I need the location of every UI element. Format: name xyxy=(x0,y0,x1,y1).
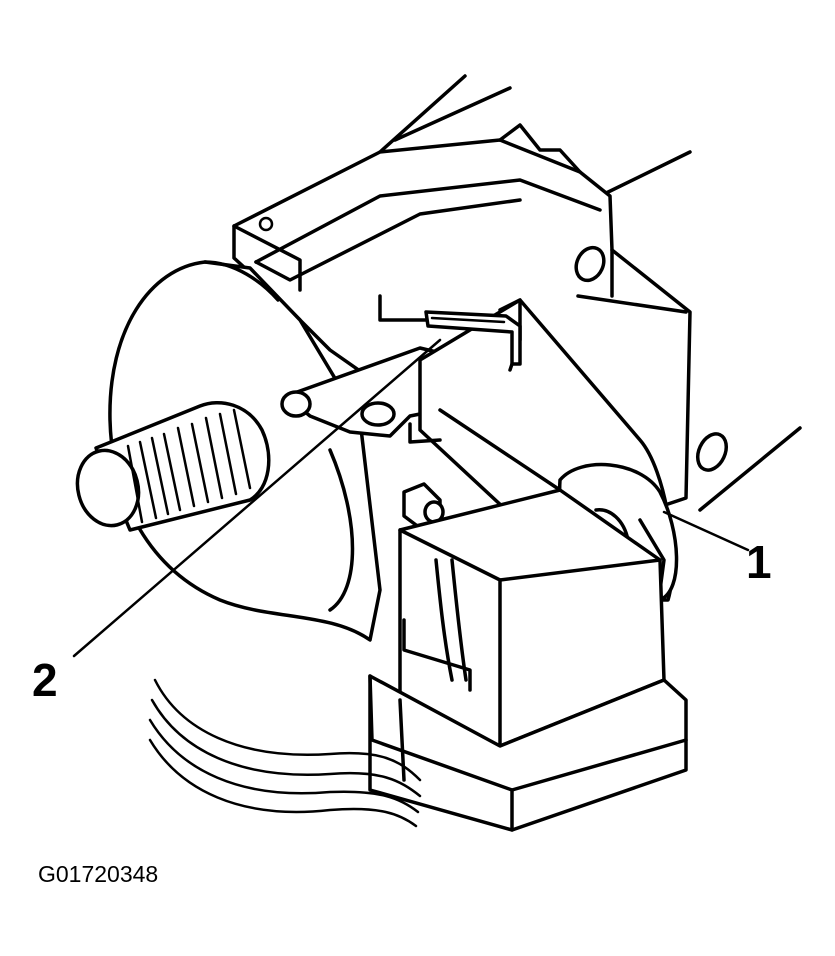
callout-1-label: 1 xyxy=(746,536,772,588)
column-shaft-lines xyxy=(378,74,802,512)
leader-line-1 xyxy=(662,510,750,552)
electrical-connector xyxy=(368,618,688,832)
callout-2-label: 2 xyxy=(32,654,58,706)
wiring-harness xyxy=(148,678,422,828)
leader-lines xyxy=(72,338,750,658)
mounting-holes xyxy=(574,245,729,472)
leader-line-2 xyxy=(72,338,442,658)
figure-id: G01720348 xyxy=(38,861,158,887)
lock-pin xyxy=(424,310,522,366)
splined-shaft xyxy=(75,401,271,532)
